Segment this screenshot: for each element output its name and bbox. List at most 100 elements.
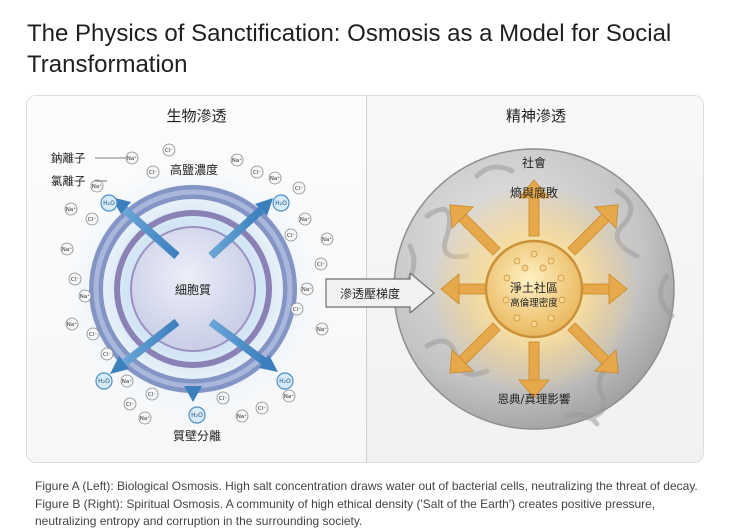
label-sodium-ion: 鈉離子 [51, 151, 86, 165]
label-high-salt-concentration: 高鹽濃度 [170, 162, 218, 177]
figure-caption: Figure A (Left): Biological Osmosis. Hig… [35, 479, 698, 528]
svg-text:Cl⁻: Cl⁻ [287, 233, 295, 239]
svg-text:Cl⁻: Cl⁻ [103, 352, 111, 358]
sodium-ion: Na⁺ [298, 212, 312, 226]
panel-spiritual-osmosis: 社會 熵與腐敗 淨土社區 高倫理密度 恩典/真理影響 精神滲透 [366, 96, 703, 462]
label-society: 社會 [522, 155, 546, 170]
sodium-ion: Na⁺ [65, 317, 79, 331]
svg-text:Na⁺: Na⁺ [122, 378, 132, 385]
chloride-ion: Cl⁻ [85, 212, 99, 226]
svg-text:Cl⁻: Cl⁻ [293, 307, 301, 313]
svg-text:Na⁺: Na⁺ [284, 393, 294, 400]
pure-land-community [484, 239, 584, 339]
chloride-ion: Cl⁻ [255, 401, 269, 415]
svg-text:Na⁺: Na⁺ [67, 321, 77, 328]
svg-text:Na⁺: Na⁺ [66, 206, 76, 213]
water-arrow [120, 318, 180, 368]
svg-text:Na⁺: Na⁺ [232, 157, 242, 164]
label-grace-truth-influence: 恩典/真理影響 [498, 392, 571, 406]
label-chloride-ion: 氯離子 [51, 174, 86, 188]
chloride-ion: Cl⁻ [86, 327, 100, 341]
panel-heading-spiritual: 精神滲透 [505, 107, 566, 125]
sodium-ion: Na⁺ [64, 202, 78, 216]
water-molecule: H₂O [188, 406, 206, 424]
chloride-ion: Cl⁻ [314, 257, 328, 271]
sodium-ion: Na⁺ [78, 289, 92, 303]
svg-text:H₂O: H₂O [191, 412, 203, 419]
biological-osmosis-diagram: Na⁺ Na⁺ Na⁺ Na⁺ Na⁺ Na⁺ Na⁺ Na⁺ Na⁺ Na⁺ … [51, 143, 334, 443]
community-members [502, 250, 566, 328]
label-osmotic-gradient: 滲透壓梯度 [340, 286, 400, 301]
water-molecule: H₂O [100, 194, 118, 212]
svg-text:Cl⁻: Cl⁻ [253, 170, 261, 176]
chloride-ion: Cl⁻ [216, 391, 230, 405]
outward-arrow [449, 322, 501, 374]
svg-text:Cl⁻: Cl⁻ [149, 170, 157, 176]
svg-text:Na⁺: Na⁺ [92, 183, 102, 190]
svg-text:Na⁺: Na⁺ [270, 175, 280, 182]
water-molecules: H₂O H₂O H₂O H₂O H₂O [95, 194, 294, 424]
sodium-ion: Na⁺ [138, 411, 152, 425]
sodium-ion: Na⁺ [300, 282, 314, 296]
svg-text:H₂O: H₂O [98, 378, 110, 385]
grace-arrows [440, 179, 628, 399]
chloride-ion: Cl⁻ [145, 387, 159, 401]
sodium-ion: Na⁺ [120, 374, 134, 388]
sodium-ion: Na⁺ [60, 242, 74, 256]
outward-arrow [518, 179, 550, 237]
water-arrow [208, 318, 268, 366]
sodium-ion: Na⁺ [315, 322, 329, 336]
water-molecule: H₂O [276, 372, 294, 390]
svg-text:Cl⁻: Cl⁻ [317, 262, 325, 268]
label-plasmolysis: 質壁分離 [173, 428, 221, 443]
svg-text:Na⁺: Na⁺ [317, 326, 327, 333]
svg-text:H₂O: H₂O [279, 378, 291, 385]
page-title: The Physics of Sanctification: Osmosis a… [27, 20, 672, 78]
water-molecule: H₂O [95, 372, 113, 390]
sodium-ion: Na⁺ [282, 389, 296, 403]
figure-card: Na⁺ Na⁺ Na⁺ Na⁺ Na⁺ Na⁺ Na⁺ Na⁺ Na⁺ Na⁺ … [26, 95, 704, 463]
svg-text:Cl⁻: Cl⁻ [71, 277, 79, 283]
label-entropy-corruption: 熵與腐敗 [510, 185, 558, 200]
chloride-ion: Cl⁻ [123, 397, 137, 411]
water-molecule: H₂O [272, 194, 290, 212]
sodium-ion: Na⁺ [125, 151, 139, 165]
label-cytoplasm: 細胞質 [175, 282, 211, 297]
panel-biological-osmosis: Na⁺ Na⁺ Na⁺ Na⁺ Na⁺ Na⁺ Na⁺ Na⁺ Na⁺ Na⁺ … [27, 96, 366, 462]
chloride-ion: Cl⁻ [290, 302, 304, 316]
chloride-ion: Cl⁻ [162, 143, 176, 157]
svg-text:Cl⁻: Cl⁻ [295, 186, 303, 192]
svg-text:Cl⁻: Cl⁻ [88, 217, 96, 223]
water-arrow [120, 205, 180, 259]
chloride-ion: Cl⁻ [146, 165, 160, 179]
water-arrow [208, 207, 264, 259]
svg-text:Na⁺: Na⁺ [127, 155, 137, 162]
svg-text:Cl⁻: Cl⁻ [165, 148, 173, 154]
svg-text:Na⁺: Na⁺ [300, 216, 310, 223]
label-high-ethical-density: 高倫理密度 [510, 297, 558, 309]
sodium-ion: Na⁺ [320, 232, 334, 246]
svg-text:Na⁺: Na⁺ [237, 413, 247, 420]
panel-heading-biological: 生物滲透 [166, 107, 227, 125]
chloride-ion: Cl⁻ [284, 228, 298, 242]
outward-arrow [567, 204, 619, 256]
chloride-ion: Cl⁻ [68, 272, 82, 286]
svg-text:Na⁺: Na⁺ [302, 286, 312, 293]
svg-text:Na⁺: Na⁺ [322, 236, 332, 243]
chloride-ion: Cl⁻ [100, 347, 114, 361]
svg-text:Na⁺: Na⁺ [140, 415, 150, 422]
chloride-ion: Cl⁻ [250, 165, 264, 179]
svg-text:Cl⁻: Cl⁻ [219, 396, 227, 402]
svg-text:Na⁺: Na⁺ [62, 246, 72, 253]
ion-cloud: Na⁺ Na⁺ Na⁺ Na⁺ Na⁺ Na⁺ Na⁺ Na⁺ Na⁺ Na⁺ … [60, 151, 334, 425]
sodium-ion: Na⁺ [268, 171, 282, 185]
svg-text:Cl⁻: Cl⁻ [258, 406, 266, 412]
svg-text:H₂O: H₂O [103, 200, 115, 207]
svg-text:H₂O: H₂O [275, 200, 287, 207]
label-pure-land-community: 淨土社區 [510, 280, 558, 295]
svg-text:Cl⁻: Cl⁻ [126, 402, 134, 408]
sodium-ion: Na⁺ [230, 153, 244, 167]
svg-text:Cl⁻: Cl⁻ [148, 392, 156, 398]
svg-text:Na⁺: Na⁺ [80, 293, 90, 300]
osmotic-gradient-arrow: 滲透壓梯度 [325, 273, 435, 313]
